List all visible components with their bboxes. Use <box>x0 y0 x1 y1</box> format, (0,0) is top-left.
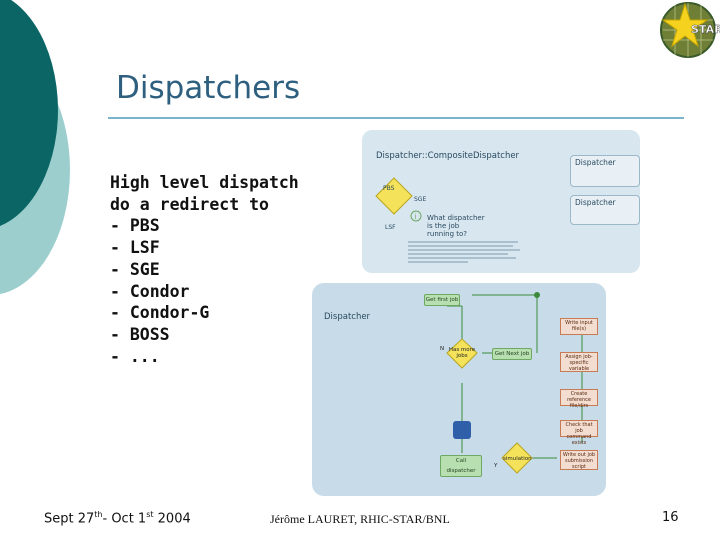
footer-author: Jérôme LAURET, RHIC-STAR/BNL <box>270 512 450 526</box>
yes-branch-label: Y <box>494 463 498 469</box>
dispatcher-box-a-title: Dispatcher <box>575 158 616 167</box>
logo-text: STAR <box>691 23 720 36</box>
decision-diamond <box>375 177 413 215</box>
page-number: 16 <box>662 510 679 525</box>
get-next-job-box: Get Next job <box>492 348 532 360</box>
info-icon: i <box>410 210 422 222</box>
title-underline <box>108 117 684 119</box>
simulation-label: simulation <box>503 456 532 462</box>
bullet-line: - BOSS <box>110 324 170 344</box>
slide-title: Dispatchers <box>116 70 301 106</box>
step-box-1: Write input file(s) <box>560 318 598 335</box>
footer-date: Sept 27th- Oct 1st 2004 <box>44 510 191 527</box>
bullet-line: - ... <box>110 346 160 366</box>
dispatcher-box-a <box>570 155 640 187</box>
dispatcher-box-b-title: Dispatcher <box>575 198 616 207</box>
call-dispatcher-box: Call dispatcher <box>440 455 482 477</box>
bullet-list: High level dispatch do a redirect to- PBS… <box>110 172 299 367</box>
dispatcher-flow-title: Dispatcher <box>324 312 371 322</box>
bullet-line: - Condor <box>110 281 190 301</box>
bullet-line: - SGE <box>110 259 160 279</box>
pbs-label: PBS <box>383 185 395 192</box>
step-box-5: Write out job submission script <box>560 450 598 470</box>
decorative-shapes <box>0 0 70 295</box>
note-lines <box>408 241 520 263</box>
composite-dispatcher-title: Dispatcher::CompositeDispatcher <box>376 151 520 161</box>
no-branch-label: N <box>440 346 445 352</box>
step-box-2: Assign job-specific variable <box>560 352 598 372</box>
has-more-jobs-label: Has more jobs <box>448 347 476 359</box>
bullet-line: - Condor-G <box>110 303 210 323</box>
star-logo: STAR <box>655 0 720 60</box>
step-box-4: Check that job command exists <box>560 420 598 446</box>
get-first-job-box: Get first job <box>424 294 460 306</box>
lsf-label: LSF <box>385 224 396 231</box>
bullet-line: High level dispatch <box>110 173 299 192</box>
svg-text:i: i <box>415 213 417 221</box>
bullet-line: - LSF <box>110 238 160 258</box>
step-box-3: Create reference file/dirs <box>560 389 598 409</box>
dispatcher-box-b <box>570 195 640 225</box>
bullet-line: do a redirect to <box>110 194 269 214</box>
sge-label: SGE <box>414 196 427 203</box>
dispatcher-question: What dispatcher is the job running to? <box>427 214 485 238</box>
bullet-line: - PBS <box>110 216 160 236</box>
